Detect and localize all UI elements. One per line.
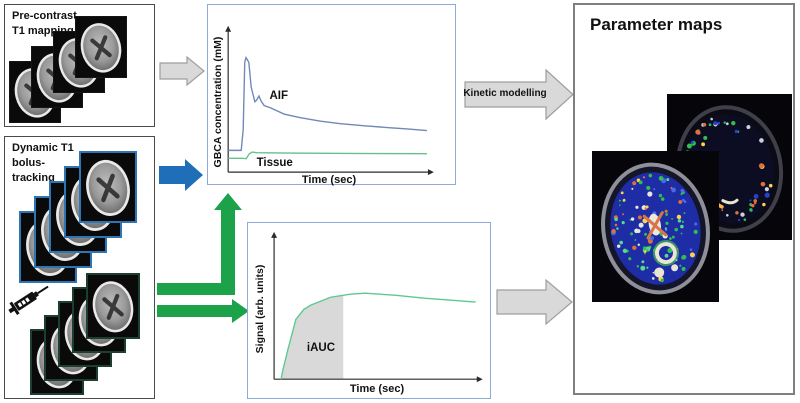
mri-brain-slice <box>81 153 135 221</box>
series-signal <box>280 292 476 380</box>
arrow-precontrast-to-concentration-chart <box>159 55 205 87</box>
y-axis-arrowhead <box>225 25 232 32</box>
dynamic-bolus-panel: Dynamic T1 bolus- tracking <box>4 136 155 399</box>
mri-slice-frame <box>75 16 127 78</box>
x-axis-arrowhead <box>476 376 483 383</box>
pre-contrast-panel: Pre-contrast T1 mapping <box>4 4 155 127</box>
mri-slice-frame <box>79 151 137 223</box>
chart-annotation-tissue: Tissue <box>256 156 293 169</box>
iauc-shaded-area <box>281 295 344 380</box>
signal-y-axis-label: Signal (arb. units) <box>254 264 266 354</box>
parameter-maps-panel: Parameter maps <box>573 3 795 395</box>
arrow-dynamic-to-concentration-chart <box>159 159 203 191</box>
series-aif <box>228 55 427 152</box>
concentration-chart-canvas <box>225 25 434 176</box>
parameter-map-brain <box>592 151 719 302</box>
chart-annotation-iauc: iAUC <box>306 342 336 355</box>
x-axis-arrowhead <box>427 169 434 176</box>
dynamic-bolus-title: Dynamic T1 bolus- tracking <box>12 142 74 184</box>
mri-brain-slice <box>88 275 138 337</box>
chart-annotation-aif: AIF <box>269 90 289 103</box>
green-elbow-arrow-to-concentration-chart <box>157 193 242 295</box>
signal-chart-canvas <box>271 231 483 383</box>
concentration-x-axis-label: Time (sec) <box>301 174 357 186</box>
syringe-icon <box>8 285 49 315</box>
mri-brain-slice <box>76 17 126 77</box>
series-tissue <box>228 151 427 160</box>
signal-time-chart: Signal (arb. units) Time (sec) iAUC <box>247 222 491 399</box>
y-axis-arrowhead <box>271 231 278 238</box>
green-arrow-to-signal-chart <box>157 299 249 323</box>
concentration-time-chart: GBCA concentration (mM) Time (sec) AIF Ti… <box>207 4 456 186</box>
signal-x-axis-label: Time (sec) <box>349 383 405 395</box>
mri-slice-frame <box>86 273 140 339</box>
arrow-signal-chart-to-parameter-maps <box>496 278 573 326</box>
kinetic-modelling-label: Kinetic modelling <box>463 88 547 99</box>
parameter-maps-title: Parameter maps <box>590 15 723 34</box>
parameter-map-image-front <box>592 151 719 302</box>
concentration-y-axis-label: GBCA concentration (mM) <box>212 36 224 168</box>
